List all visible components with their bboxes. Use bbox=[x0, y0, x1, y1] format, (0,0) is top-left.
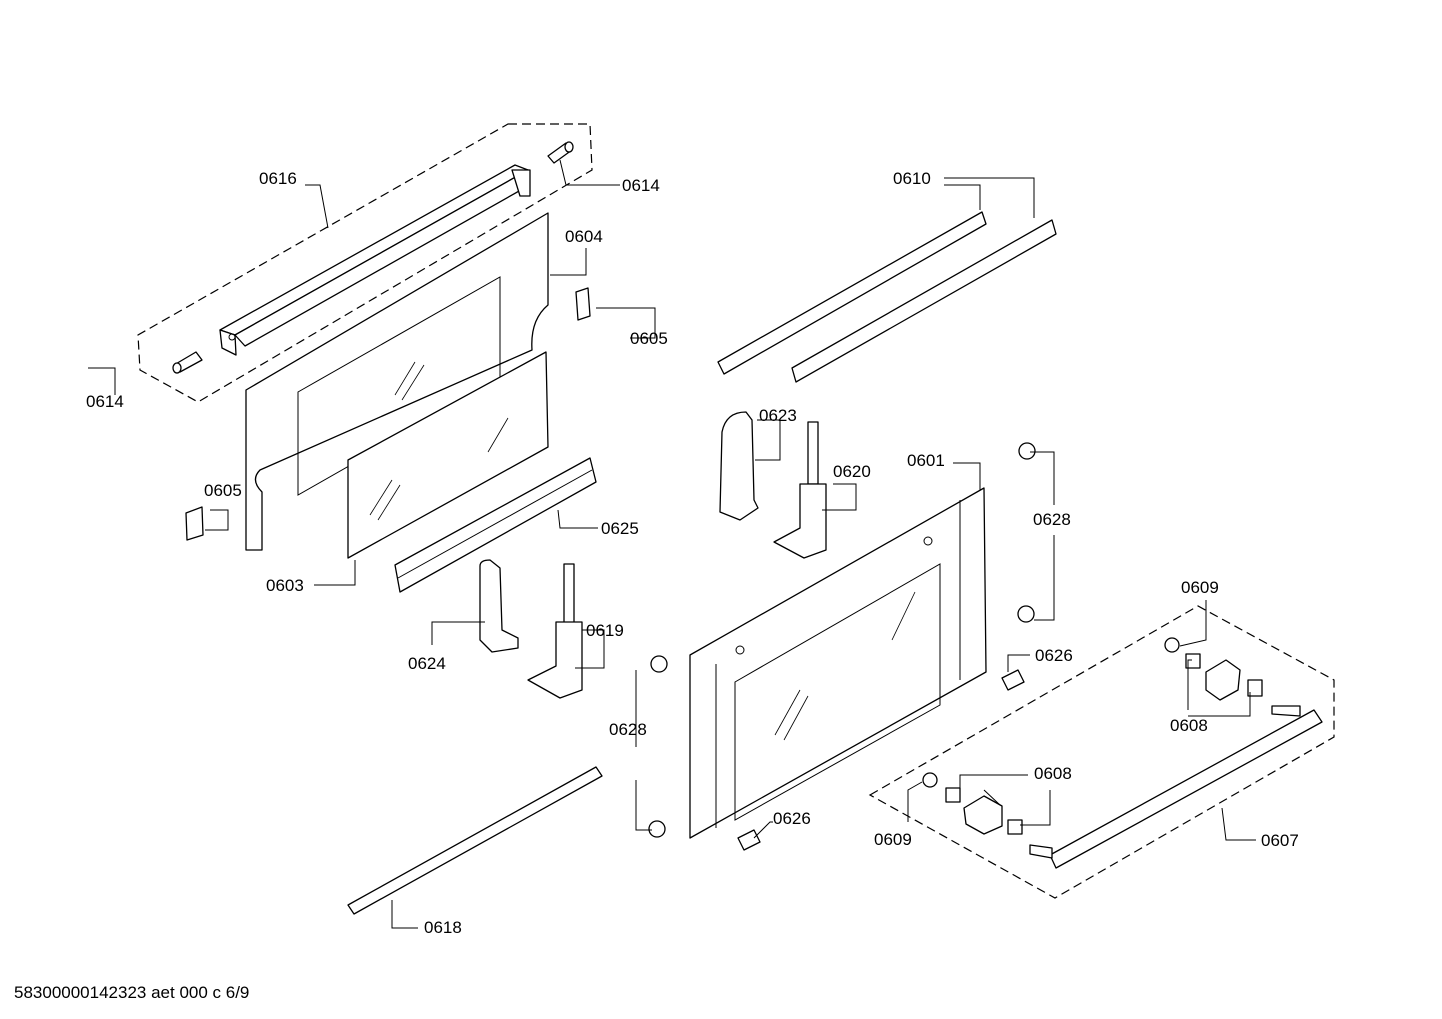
label-0601: 0601 bbox=[907, 451, 945, 470]
part-0618-strip bbox=[347, 766, 603, 915]
part-0614-pin-top bbox=[547, 141, 574, 164]
part-0610-rail-left bbox=[717, 211, 987, 375]
part-0605-clip-right bbox=[575, 287, 591, 321]
part-0609-knob-top bbox=[1164, 637, 1180, 653]
label-0628-right: 0628 bbox=[1033, 510, 1071, 529]
part-0628-bumper-d bbox=[648, 820, 666, 838]
label-0625: 0625 bbox=[601, 519, 639, 538]
label-0614-left: 0614 bbox=[86, 392, 124, 411]
part-0608-block-top bbox=[1185, 653, 1263, 701]
label-0623: 0623 bbox=[759, 406, 797, 425]
part-0626-clip-bottom bbox=[737, 829, 761, 851]
assembly-group-outline-top bbox=[137, 123, 593, 403]
part-0623-bracket bbox=[719, 411, 759, 521]
label-0619: 0619 bbox=[586, 621, 624, 640]
part-0614-pin-left bbox=[172, 351, 203, 374]
label-0628-mid: 0628 bbox=[609, 720, 647, 739]
part-0609-knob-bottom bbox=[922, 772, 938, 788]
part-0605-clip-left bbox=[185, 506, 204, 541]
part-0601-door-glass bbox=[689, 487, 987, 839]
label-0614-top: 0614 bbox=[622, 176, 660, 195]
label-0605-left: 0605 bbox=[204, 481, 242, 500]
part-0620-hinge bbox=[773, 421, 827, 559]
label-0607: 0607 bbox=[1261, 831, 1299, 850]
label-0608-mid: 0608 bbox=[1034, 764, 1072, 783]
part-0616-trim-bar bbox=[219, 164, 531, 356]
label-0626-bottom: 0626 bbox=[773, 809, 811, 828]
part-0628-bumper-b bbox=[1017, 605, 1035, 623]
label-0620: 0620 bbox=[833, 462, 871, 481]
label-0608-right: 0608 bbox=[1170, 716, 1208, 735]
part-0628-bumper-a bbox=[1018, 442, 1036, 460]
part-0626-clip-right bbox=[1001, 669, 1025, 691]
label-0603: 0603 bbox=[266, 576, 304, 595]
part-0619-hinge bbox=[527, 563, 583, 699]
label-0610: 0610 bbox=[893, 169, 931, 188]
part-0624-bracket bbox=[479, 559, 519, 653]
part-0628-bumper-c bbox=[650, 655, 668, 673]
part-0607-handle bbox=[1029, 705, 1323, 869]
part-0608-block-bottom bbox=[945, 787, 1023, 835]
label-0605-right: 0605 bbox=[630, 329, 668, 348]
part-0625-channel bbox=[394, 457, 597, 593]
part-0610-rail-right bbox=[791, 219, 1057, 383]
label-0609-left: 0609 bbox=[874, 830, 912, 849]
label-0616: 0616 bbox=[259, 169, 297, 188]
part-0603-glass-pane bbox=[347, 351, 549, 559]
leader-lines bbox=[88, 159, 1256, 929]
label-0624: 0624 bbox=[408, 654, 446, 673]
document-reference: 58300000142323 aet 000 c 6/9 bbox=[14, 983, 250, 1002]
assembly-group-outline-bottom bbox=[868, 605, 1335, 899]
label-0618: 0618 bbox=[424, 918, 462, 937]
label-0609-top: 0609 bbox=[1181, 578, 1219, 597]
label-0626-right: 0626 bbox=[1035, 646, 1073, 665]
label-0604: 0604 bbox=[565, 227, 603, 246]
